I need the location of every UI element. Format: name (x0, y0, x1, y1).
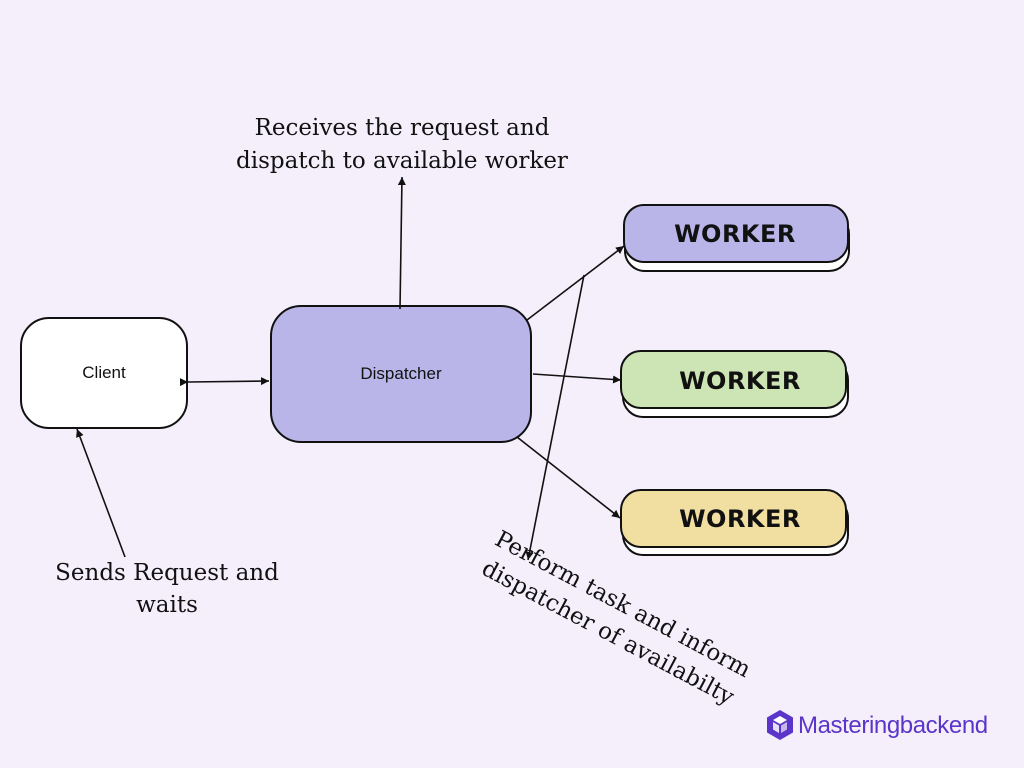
brand-logo: Masteringbackend (767, 710, 988, 740)
arrow-dispatcher-worker-2 (532, 373, 622, 384)
dispatcher-note-line-2: dispatch to available worker (236, 148, 568, 174)
arrow-worker-note (525, 274, 585, 561)
worker-label-3: WORKER (679, 505, 801, 533)
client-node: Client (20, 317, 188, 429)
arrow-dispatcher-worker-1 (526, 245, 625, 321)
arrow-dispatcher-worker-3 (516, 436, 621, 519)
dispatcher-node: Dispatcher (270, 305, 532, 443)
dispatcher-note: Receives the request and dispatch to ava… (236, 115, 568, 174)
arrow-client-note (76, 428, 126, 558)
arrow-client-dispatcher (179, 377, 270, 387)
worker-node-1: WORKER (623, 204, 850, 272)
hexagon-cube-icon (767, 710, 793, 740)
worker-label-1: WORKER (674, 220, 796, 248)
arrow-dispatcher-note (397, 176, 406, 310)
connectors (76, 176, 625, 561)
worker-node-3: WORKER (620, 489, 849, 556)
brand-name: Masteringbackend (798, 712, 988, 739)
dispatcher-note-line-1: Receives the request and (255, 115, 550, 141)
client-note: Sends Request and waits (55, 560, 279, 618)
client-label: Client (82, 363, 126, 382)
client-note-line-1: Sends Request and (55, 560, 279, 586)
worker-node-2: WORKER (620, 350, 849, 418)
dispatcher-label: Dispatcher (360, 364, 442, 383)
worker-label-2: WORKER (679, 367, 801, 395)
client-note-line-2: waits (136, 592, 198, 618)
